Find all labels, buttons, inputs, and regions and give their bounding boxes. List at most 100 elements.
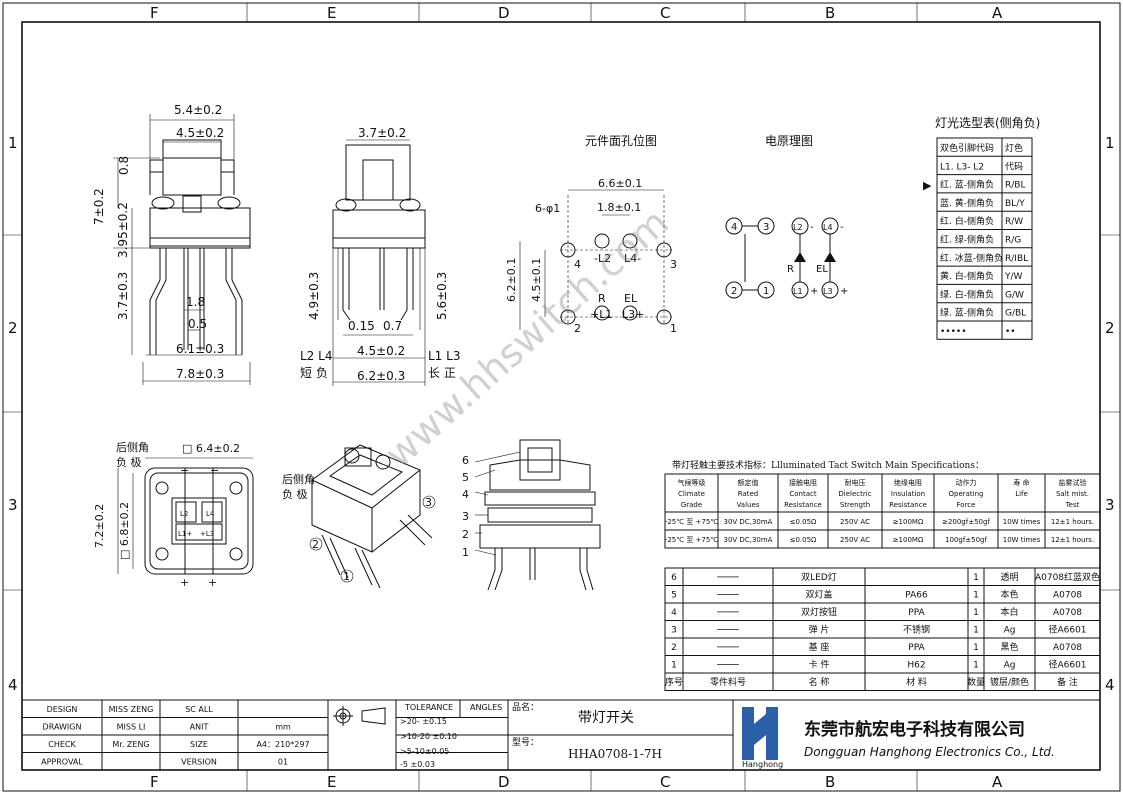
bom-header: 数量 (967, 676, 985, 688)
explode-num: 3 (462, 510, 469, 523)
spec-cell: 30V DC,30mA (724, 536, 773, 544)
light-table-cell: 蓝. 黄-侧角负 (940, 197, 994, 209)
company-name-en: Dongguan Hanghong Electronics Co., Ltd. (804, 745, 1055, 759)
front-dim: 6.1±0.3 (176, 342, 224, 356)
logo-text: Hanghong (742, 760, 783, 769)
watermark: www.hhswitch.com (377, 200, 677, 477)
bom-header: 备 注 (1057, 676, 1078, 688)
spec-header: Climate (678, 490, 705, 498)
isometric-view: 后侧角 负 极 1 2 3 (282, 444, 436, 589)
bom-cell: 黑色 (1000, 641, 1018, 653)
zone-col-bottom: B (825, 773, 835, 791)
front-dim: 0.8 (117, 156, 131, 175)
light-table-cell: 红. 冰蓝-侧角负 (940, 252, 1003, 264)
front-dim: 5.4±0.2 (174, 103, 222, 117)
light-table-cell: L1. L3- L2 (940, 162, 984, 172)
bom-header: 名 称 (809, 676, 830, 688)
title-block-cell: MISS ZENG (109, 705, 154, 714)
side-dim: 0.15 (348, 319, 375, 333)
circuit-node: 1 (763, 286, 769, 297)
zone-row-left: 2 (8, 319, 18, 337)
bom-cell: 基 座 (809, 641, 830, 653)
spec-cell: -25℃ 至 +75℃ (665, 536, 719, 544)
zone-row-left: 1 (8, 134, 18, 152)
top-sign: − (180, 464, 189, 477)
zone-row-left: 3 (8, 496, 18, 514)
spec-header: Contact (789, 490, 816, 498)
spec-header: Force (957, 501, 976, 509)
led-el-icon (824, 252, 836, 262)
projection-symbol (333, 706, 386, 726)
model-number: HHA0708-1-7H (568, 747, 662, 761)
zone-col-bottom: E (327, 773, 336, 791)
light-table-cell: •• (1005, 327, 1016, 337)
circuit-sign: + (810, 286, 818, 297)
spec-header: Life (1015, 490, 1028, 498)
bom-cell: A0708红蓝双色 (1035, 571, 1100, 583)
light-table-cell: R/BL (1005, 181, 1025, 191)
circuit-sign: - (810, 222, 814, 233)
spec-cell: 10W times (1003, 518, 1041, 526)
bom-cell: 1 (973, 661, 979, 671)
spec-header: Dielectric (838, 490, 871, 498)
bom-cell: PA66 (905, 591, 928, 601)
zone-row-right: 4 (1105, 676, 1115, 694)
top-inner: L4 (206, 510, 215, 518)
spec-header: 额定值 (738, 478, 759, 487)
pcb-pin: L3+ (622, 308, 644, 321)
top-inner: L1+ (178, 530, 192, 538)
circuit-led-label: EL (816, 264, 828, 275)
light-table-cell: BL/Y (1005, 199, 1025, 209)
front-dim: 7.8±0.3 (176, 367, 224, 381)
circuit-node: L2 (793, 223, 803, 232)
spec-cell: ≥100MΩ (893, 536, 924, 544)
spec-header: 动作力 (956, 478, 977, 487)
side-dim: 4.9±0.3 (307, 272, 321, 320)
spec-cell: 12±1 hours. (1051, 518, 1094, 526)
top-inner: L2 (180, 510, 188, 518)
spec-table: 带灯轻触主要技术指标：Llluminated Tact Switch Main … (664, 459, 1101, 549)
pcb-pin: 1 (670, 322, 677, 335)
circuit-diagram: 电原理图 4 3 L2 L4 2 1 L1 L3 - - + + R EL (725, 134, 848, 299)
side-right-pins: L1 L3 (428, 349, 460, 363)
tolerance-row: >10-20 ±0.10 (400, 732, 457, 741)
product-name: 带灯开关 (578, 710, 634, 726)
bom-header: 序号 (665, 676, 683, 688)
spec-cell: ≤0.05Ω (790, 518, 817, 526)
spec-cell: ≥200gf±50gf (942, 518, 990, 526)
title-block-cell: VERSION (181, 758, 217, 767)
company-logo: Hanghong (742, 707, 783, 769)
bom-cell: 1 (671, 661, 677, 671)
spec-cell: 10W times (1003, 536, 1041, 544)
circuit-sign: - (840, 222, 844, 233)
circuit-node: L1 (793, 287, 803, 296)
spec-cell: 250V AC (840, 518, 870, 526)
pcb-pin: +L1 (590, 308, 612, 321)
bom-header: 镀层/颜色 (990, 676, 1029, 688)
spec-header: 寿 命 (1013, 478, 1029, 487)
iso-note: 后侧角 (282, 473, 315, 486)
front-dim: 7±0.2 (92, 188, 106, 225)
bom-cell: H62 (907, 661, 925, 671)
light-table-title: 灯光选型表(侧角负) (935, 116, 1040, 130)
title-block-cell: ANIT (190, 723, 209, 732)
light-table-cell: Y/W (1004, 272, 1023, 282)
light-table-cell: 代码 (1005, 161, 1023, 172)
spec-cell: ≤0.05Ω (790, 536, 817, 544)
spec-table-title: 带灯轻触主要技术指标：Llluminated Tact Switch Main … (672, 459, 984, 471)
bom-cell: 6 (671, 573, 677, 583)
circuit-node: 4 (731, 222, 737, 233)
bom-cell: A0708 (1053, 643, 1082, 653)
zone-col-top: F (150, 4, 159, 22)
explode-num: 5 (462, 471, 469, 484)
spec-header: Resistance (889, 501, 927, 509)
side-right-note: 长 正 (428, 366, 456, 380)
zone-row-left: 4 (8, 676, 18, 694)
circuit-node: L4 (823, 223, 833, 232)
zone-col-bottom: F (150, 773, 159, 791)
pcb-dim: 4.5±0.1 (530, 258, 543, 302)
explode-num: 6 (462, 454, 469, 467)
title-block-cell: A4：210*297 (256, 740, 309, 749)
